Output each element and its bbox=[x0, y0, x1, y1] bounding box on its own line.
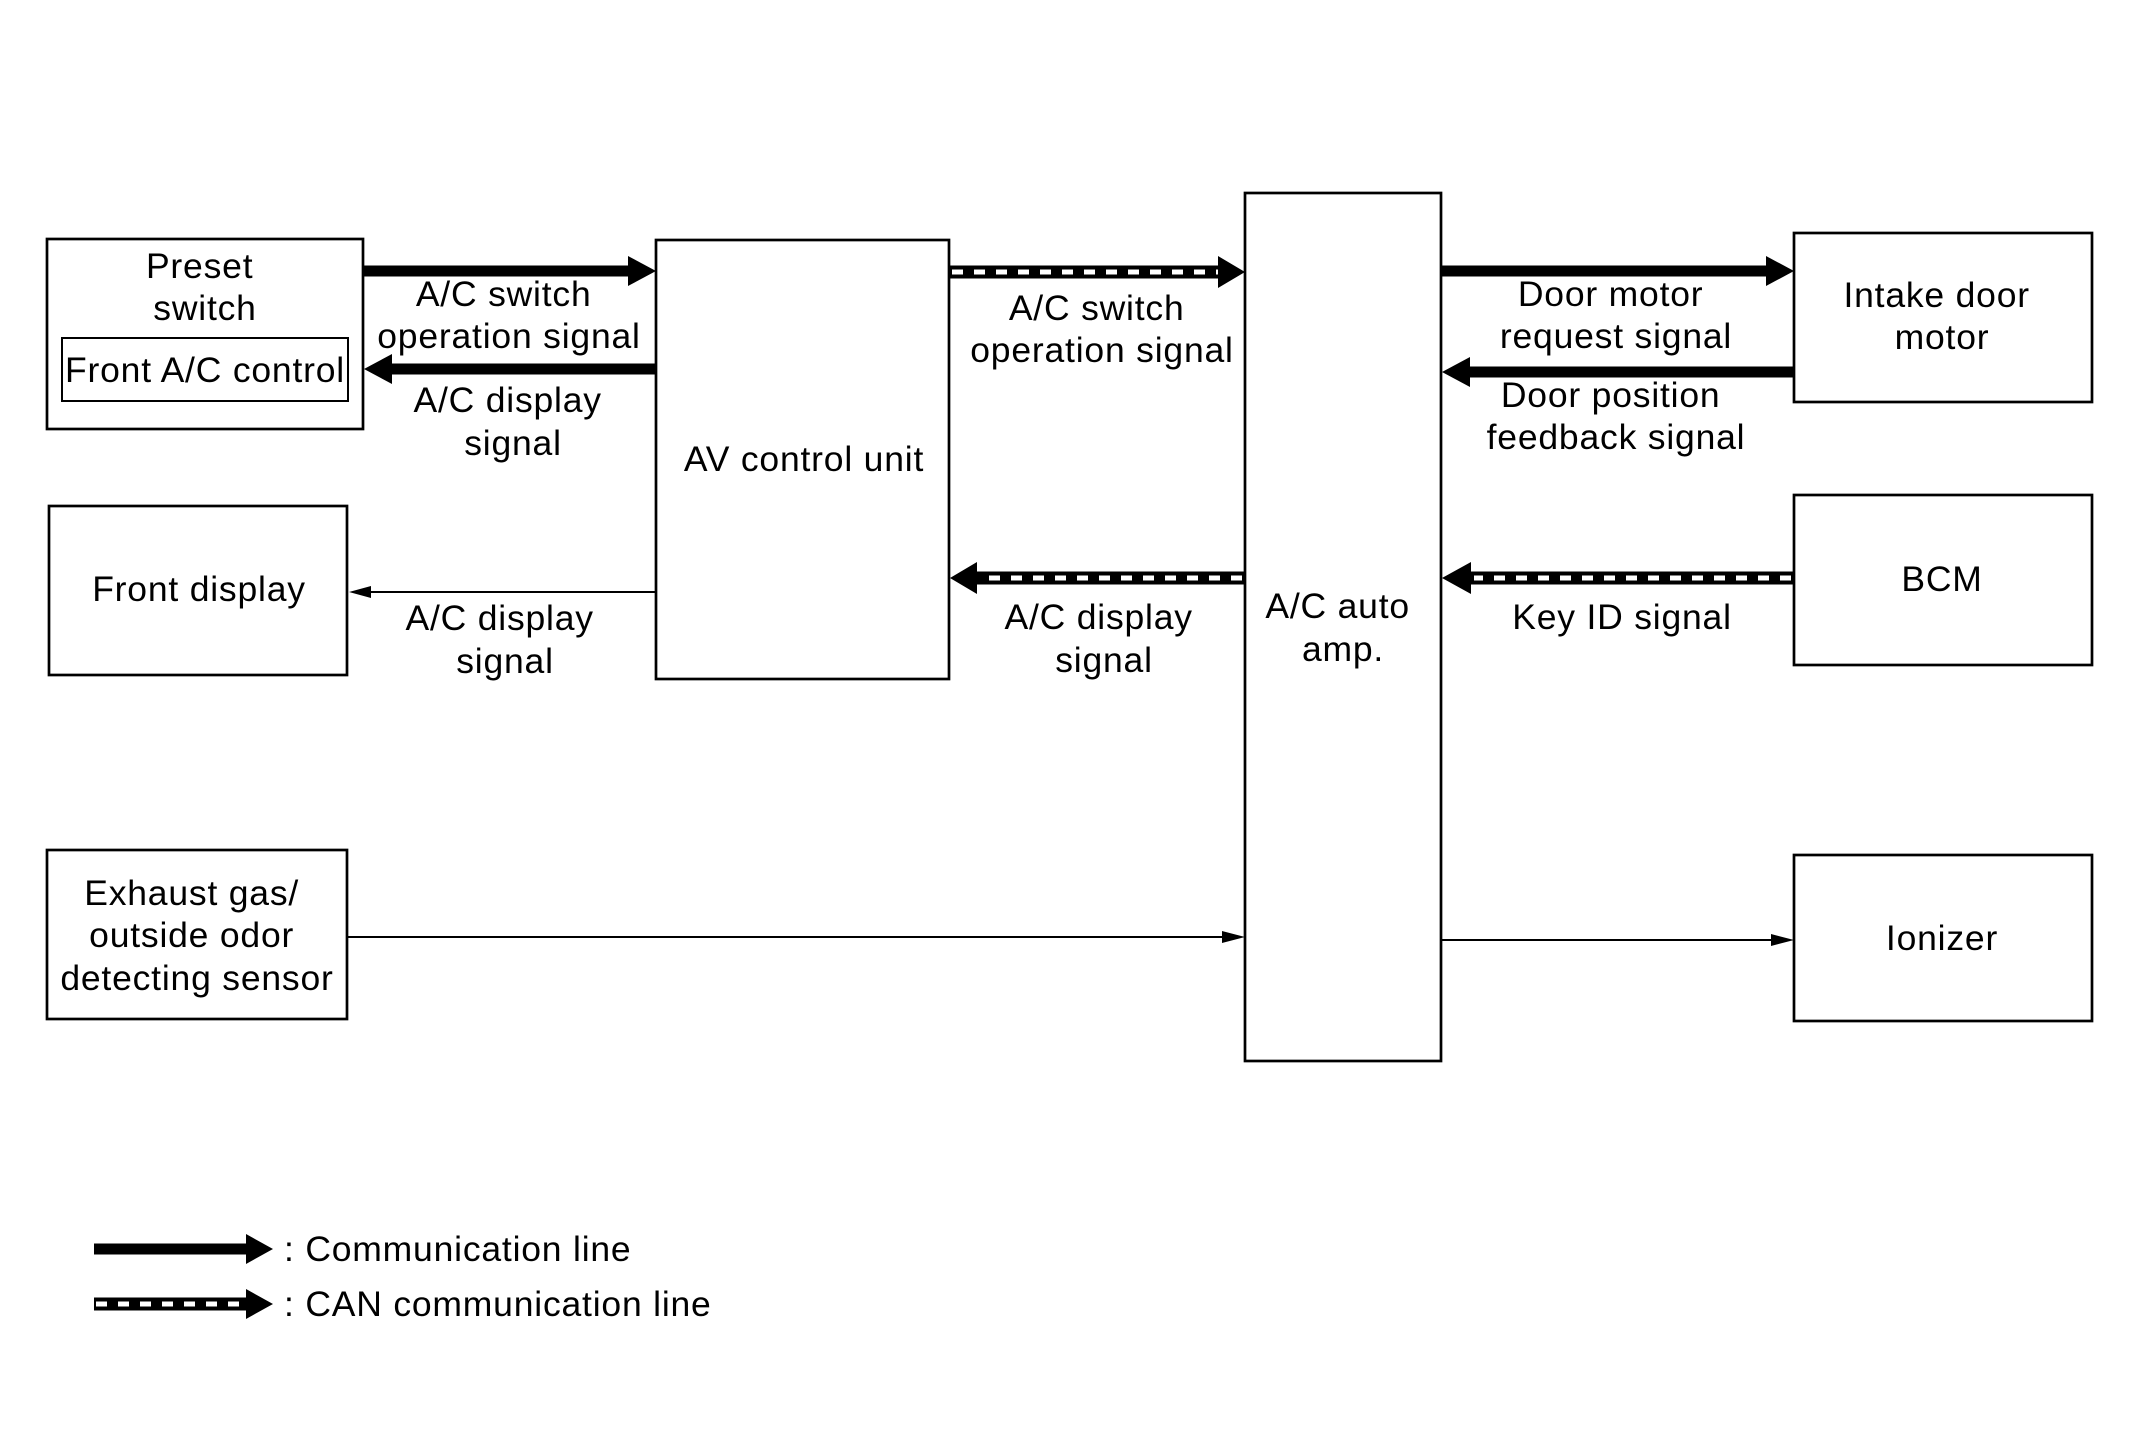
bcm-to-amp-label: Key ID signal bbox=[1512, 597, 1732, 637]
ac-auto-amp-label: A/C auto amp. bbox=[1265, 586, 1420, 669]
preset-switch-block: Preset switch Front A/C control bbox=[45, 237, 365, 431]
intake-to-amp-arrow bbox=[1442, 357, 1793, 387]
legend-can-label: : CAN communication line bbox=[284, 1284, 712, 1324]
bcm-block: BCM bbox=[1792, 493, 2094, 667]
amp-to-av-label: A/C display signal bbox=[1004, 597, 1203, 680]
preset-switch-label: Preset switch bbox=[146, 246, 264, 328]
ac-auto-amp-block: A/C auto amp. bbox=[1243, 191, 1443, 1063]
amp-to-av-can-arrow bbox=[950, 562, 1244, 594]
av-to-amp-can-arrow bbox=[950, 256, 1245, 288]
av-control-unit-block: AV control unit bbox=[654, 238, 951, 681]
amp-to-intake-label: Door motor request signal bbox=[1500, 274, 1732, 356]
legend-communication-label: : Communication line bbox=[284, 1229, 631, 1269]
amp-to-intake-arrow bbox=[1442, 256, 1794, 286]
front-display-label: Front display bbox=[92, 569, 306, 609]
bcm-label: BCM bbox=[1901, 559, 1982, 599]
legend-can-line-arrow bbox=[94, 1289, 273, 1319]
ionizer-block: Ionizer bbox=[1792, 853, 2094, 1023]
sensor-to-amp-arrow bbox=[348, 931, 1245, 943]
legend: : Communication line : CAN communication… bbox=[94, 1229, 712, 1324]
intake-to-amp-label: Door position feedback signal bbox=[1487, 375, 1746, 457]
bcm-to-amp-can-arrow bbox=[1442, 562, 1793, 594]
av-to-preset-label: A/C display signal bbox=[413, 380, 612, 463]
av-to-front-display-arrow bbox=[349, 586, 655, 598]
front-ac-control-label: Front A/C control bbox=[65, 350, 345, 390]
av-to-preset-arrow bbox=[364, 354, 655, 384]
av-to-amp-label: A/C switch operation signal bbox=[970, 288, 1233, 370]
av-to-front-display-label: A/C display signal bbox=[405, 598, 604, 681]
av-control-unit-label: AV control unit bbox=[684, 439, 924, 479]
legend-communication-line-arrow bbox=[94, 1234, 273, 1264]
intake-door-motor-block: Intake door motor bbox=[1792, 231, 2094, 404]
amp-to-ionizer-arrow bbox=[1442, 934, 1794, 946]
exhaust-sensor-label: Exhaust gas/ outside odor detecting sens… bbox=[60, 873, 333, 998]
exhaust-sensor-block: Exhaust gas/ outside odor detecting sens… bbox=[45, 848, 349, 1021]
preset-to-av-arrow bbox=[364, 256, 656, 286]
intake-door-motor-label: Intake door motor bbox=[1843, 275, 2040, 357]
ionizer-label: Ionizer bbox=[1886, 918, 1998, 958]
front-display-block: Front display bbox=[47, 504, 349, 677]
preset-to-av-label: A/C switch operation signal bbox=[377, 274, 640, 356]
